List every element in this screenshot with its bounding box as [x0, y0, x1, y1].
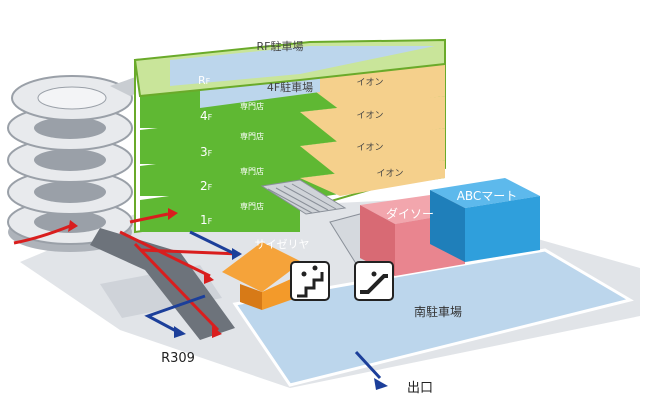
- floor-2-aeon: [300, 128, 445, 178]
- floor-1-aeon: [300, 160, 445, 196]
- escalator-icon: [354, 261, 394, 301]
- abc-mart-label: ABCマート: [457, 189, 518, 203]
- floor-2-tenant: 専門店: [240, 166, 264, 176]
- floor-4-tenant: 専門店: [240, 101, 264, 111]
- saizeriya-label: サイゼリヤ: [255, 238, 310, 251]
- floor-4-parking-label: 4F駐車場: [267, 80, 313, 94]
- floor-2-label: 2F: [200, 179, 213, 193]
- floor-3-tenant: 専門店: [240, 131, 264, 141]
- spiral-ramp: [7, 72, 235, 340]
- exit-arrowheads: [174, 248, 388, 390]
- stairs-icon: [290, 261, 330, 301]
- south-parking-label: 南駐車場: [414, 304, 462, 319]
- entry-arrows: [13, 212, 241, 332]
- rooftop-parking-area: [170, 46, 435, 86]
- floor-1-tenant: 専門店: [240, 201, 264, 211]
- r309-label: R309: [161, 351, 195, 366]
- rooftop-parking-label: RF駐車場: [257, 39, 304, 53]
- floor-1-label: 1F: [200, 213, 213, 227]
- entry-arrowheads: [68, 208, 222, 338]
- floor-3-anchor: イオン: [356, 110, 383, 121]
- floor-2-anchor: イオン: [356, 142, 383, 153]
- abc-mart-front: [430, 190, 465, 262]
- floor-4-label: 4F: [200, 109, 213, 123]
- exit-label: 出口: [407, 381, 433, 396]
- exit-arrows: [144, 230, 382, 380]
- floor-1-anchor: イオン: [376, 168, 403, 179]
- saizeriya-front: [240, 284, 262, 310]
- floor-rf-label: RF: [198, 74, 211, 87]
- abc-mart-side: [465, 196, 540, 262]
- floor-4-aeon: [300, 64, 445, 110]
- saizeriya-roof: [222, 242, 302, 292]
- floor-3-label: 3F: [200, 145, 213, 159]
- floor-4-anchor: イオン: [356, 77, 383, 88]
- daiso-front: [360, 205, 395, 276]
- abc-mart-roof: [430, 178, 540, 208]
- daiso-label: ダイソー: [386, 206, 434, 221]
